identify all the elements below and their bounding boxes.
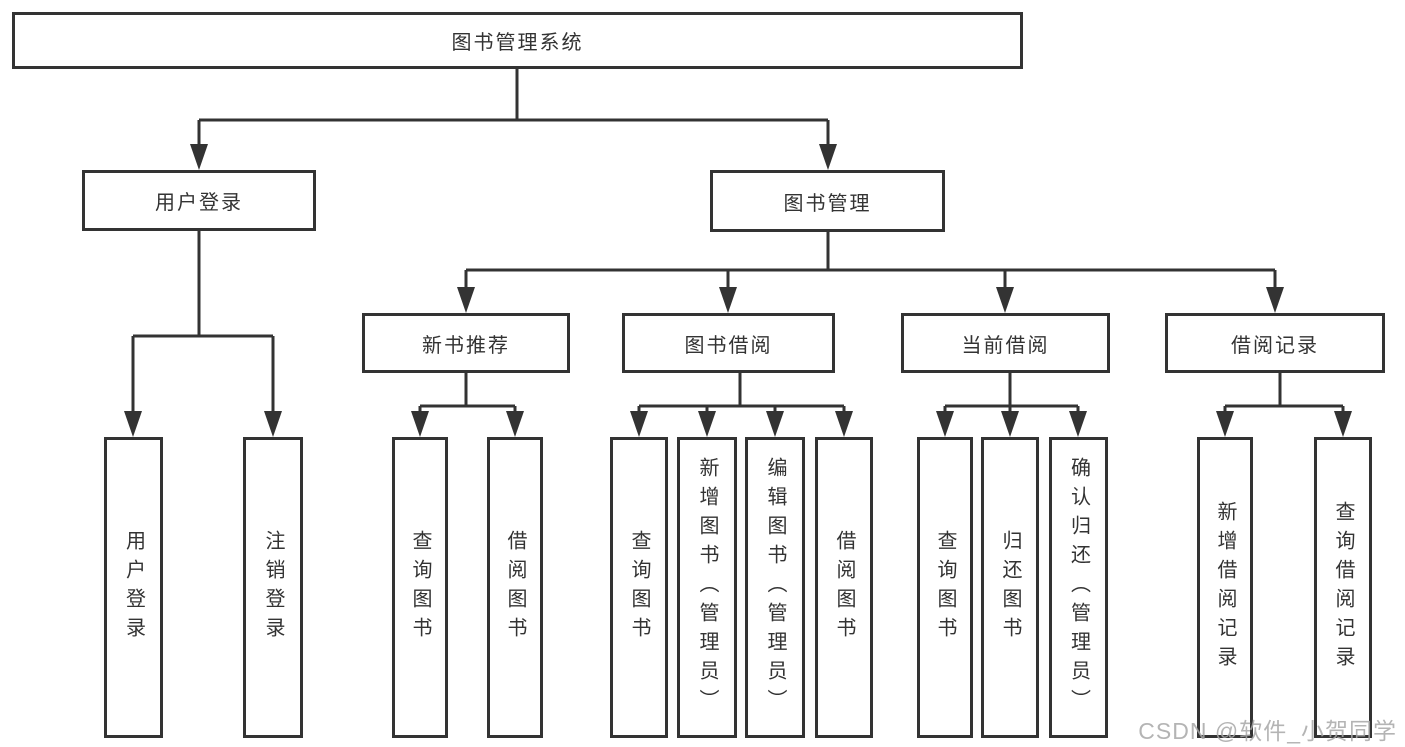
leaf-user-login: 用户登录 [104,437,163,738]
csdn-watermark: CSDN @软件_小贺同学 [1138,718,1397,744]
leaf-cb-return-book: 归还图书 [981,437,1039,738]
leaf-cb-confirm-return-admin: 确认归还（管理员） [1049,437,1108,738]
node-book-borrow: 图书借阅 [622,313,835,373]
arrowheads [124,144,1352,437]
leaf-logout: 注销登录 [243,437,303,738]
leaf-bb-edit-book-admin: 编辑图书（管理员） [745,437,805,738]
leaf-br-add-record: 新增借阅记录 [1197,437,1253,738]
node-current-borrow: 当前借阅 [901,313,1110,373]
leaf-nbr-query-book: 查询图书 [392,437,448,738]
node-root: 图书管理系统 [12,12,1023,69]
node-book-mgmt-branch: 图书管理 [710,170,945,232]
leaf-br-query-record: 查询借阅记录 [1314,437,1372,738]
node-user-login-branch: 用户登录 [82,170,316,231]
node-new-book-recommend: 新书推荐 [362,313,570,373]
leaf-bb-add-book-admin: 新增图书（管理员） [677,437,737,738]
leaf-bb-borrow-book: 借阅图书 [815,437,873,738]
leaf-bb-query-book: 查询图书 [610,437,668,738]
leaf-cb-query-book: 查询图书 [917,437,973,738]
node-borrow-records: 借阅记录 [1165,313,1385,373]
leaf-nbr-borrow-book: 借阅图书 [487,437,543,738]
